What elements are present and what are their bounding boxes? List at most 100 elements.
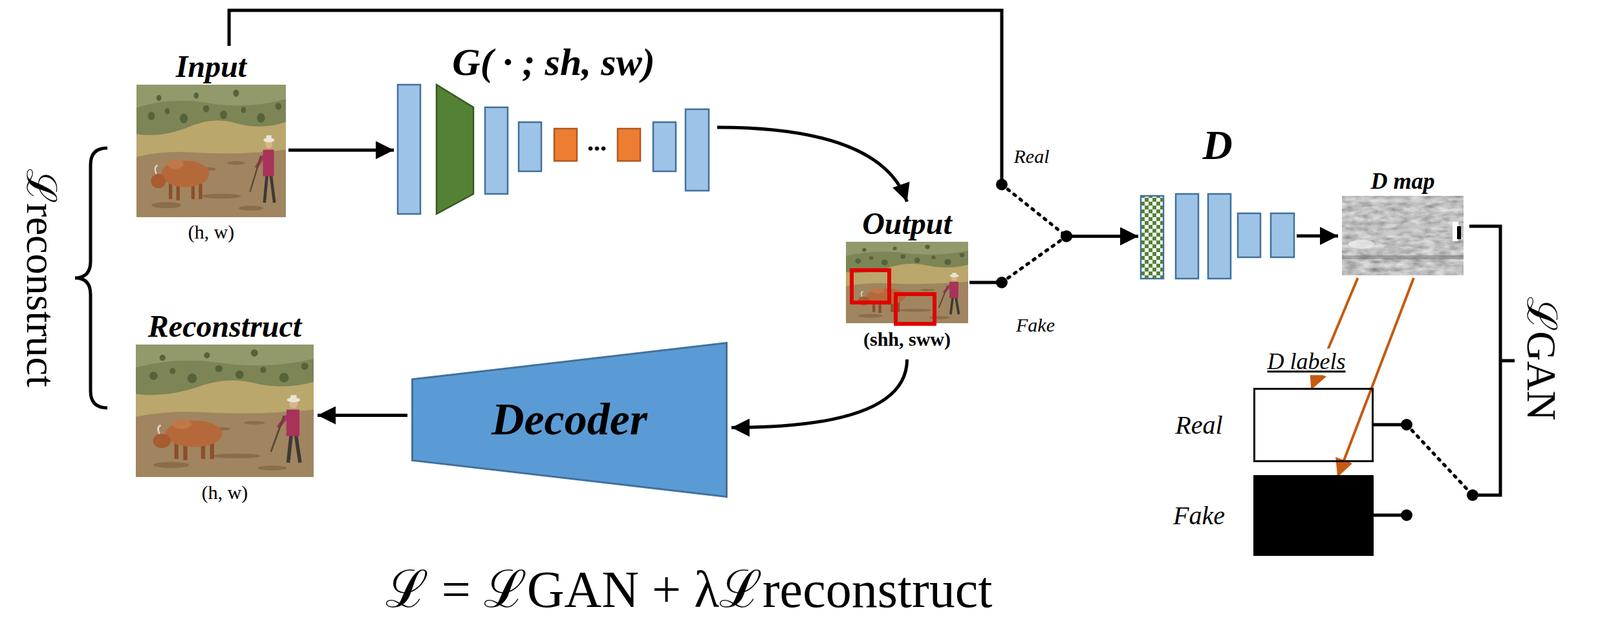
real-label-box — [1253, 388, 1374, 463]
dimension-label: (h, w) — [201, 481, 249, 505]
image-area — [135, 344, 314, 478]
residual-block — [554, 128, 577, 162]
label-box: Real — [1144, 388, 1374, 463]
reconstruct-photo — [135, 344, 314, 478]
map-spot — [1457, 226, 1461, 240]
map-panel: D map — [1341, 167, 1464, 276]
layer-block — [485, 107, 508, 195]
node-title: Output — [862, 205, 952, 242]
input-layer — [1140, 195, 1164, 279]
switch-dot — [1400, 419, 1413, 431]
node-title: G( · ; sh, sw) — [452, 40, 655, 85]
connector-line — [717, 127, 908, 202]
fake-label-box — [1253, 475, 1374, 557]
label-cell: Real — [1144, 388, 1254, 463]
label-holder: ... — [587, 127, 607, 158]
switch-lever — [1406, 424, 1473, 496]
title-row: G( · ; sh, sw) — [397, 39, 710, 85]
map-spot — [1348, 239, 1375, 249]
network-block: D — [1140, 122, 1295, 279]
layer-block — [653, 122, 676, 172]
layer-block — [518, 122, 542, 172]
title-row: Input — [136, 48, 286, 85]
highlight-box — [851, 270, 890, 303]
dimension-label: (h, w) — [188, 221, 235, 244]
connector-line — [317, 413, 408, 418]
decoder-trapezoid — [412, 343, 727, 498]
connector-line — [1296, 234, 1339, 238]
connector — [288, 150, 394, 151]
connector — [1296, 236, 1339, 237]
label-holder: ℒGAN — [1517, 296, 1566, 422]
edge-label: Fake — [1013, 314, 1058, 337]
dimension-row: (shh, sww) — [845, 323, 969, 356]
layer-block — [1208, 194, 1231, 279]
network-area — [1140, 194, 1295, 279]
node-title: Input — [175, 48, 247, 85]
dimension-row: (h, w) — [135, 477, 314, 509]
square-bracket — [1469, 226, 1515, 496]
label-holder: ℒ = ℒGAN + λℒreconstruct — [385, 560, 993, 620]
output-photo — [845, 241, 969, 324]
class-label: Fake — [1173, 501, 1225, 531]
label-holder: D labels — [1263, 348, 1350, 376]
edge-label: Real — [1011, 144, 1053, 168]
decoder-block: Decoder — [411, 342, 728, 498]
connector — [969, 230, 1139, 290]
switch-dot — [1060, 230, 1073, 243]
loss-label: ℒGAN — [1517, 296, 1566, 422]
connector-line — [288, 148, 394, 152]
image-area — [845, 241, 969, 324]
connector — [717, 127, 908, 202]
node-title: D map — [1371, 168, 1436, 195]
node-title: Reconstruct — [148, 308, 302, 345]
connector — [317, 415, 408, 416]
layer-block — [1270, 213, 1295, 258]
residual-block — [617, 128, 641, 162]
ellipsis: ... — [587, 127, 607, 158]
switch-line — [1001, 184, 1067, 237]
curly-brace — [75, 148, 108, 409]
title-row: D — [1140, 122, 1295, 169]
image-panel: Reconstruct (h, w) — [135, 308, 314, 509]
layer-block — [1237, 213, 1261, 258]
label-switch — [1373, 419, 1479, 522]
map-streak — [1364, 223, 1449, 241]
noise-map — [1341, 195, 1464, 276]
spacer — [1140, 168, 1295, 195]
layer-block — [1175, 194, 1199, 279]
layer-block — [397, 84, 421, 215]
network-area — [397, 84, 710, 215]
map-band — [1341, 255, 1464, 260]
edge-label-holder: Fake — [1013, 314, 1058, 337]
title-row: Reconstruct — [135, 308, 314, 345]
loss-label: ℒreconstruct — [16, 168, 65, 387]
connector-line — [1337, 278, 1414, 478]
switch-dot — [995, 276, 1008, 289]
switch-dot — [995, 179, 1008, 191]
label-holder: ℒreconstruct — [16, 168, 65, 387]
label-box: Fake — [1144, 475, 1374, 557]
image-panel: Input (h, w) — [136, 48, 286, 248]
image-panel: Output (shh, sww) — [845, 205, 969, 356]
downsample-block — [436, 84, 474, 215]
highlight-box — [895, 294, 935, 325]
connector — [731, 359, 908, 429]
connector — [1337, 278, 1414, 478]
image-area — [136, 84, 286, 218]
generator-layers — [397, 84, 709, 215]
connector-line — [1066, 234, 1139, 238]
connector-line — [731, 359, 908, 429]
connector-line — [1066, 234, 1139, 238]
group-label: D labels — [1263, 348, 1350, 376]
decoder-label: Decoder — [491, 393, 648, 447]
title-row: Output — [845, 205, 969, 242]
label-cell: Fake — [1144, 475, 1254, 557]
connector — [228, 10, 1139, 243]
node-title: D — [1202, 121, 1233, 170]
switch-dot — [1400, 509, 1413, 522]
class-label: Real — [1175, 410, 1223, 441]
layer-block — [685, 109, 709, 191]
dimension-row: (h, w) — [136, 217, 286, 248]
network-block: G( · ; sh, sw) — [397, 39, 710, 215]
